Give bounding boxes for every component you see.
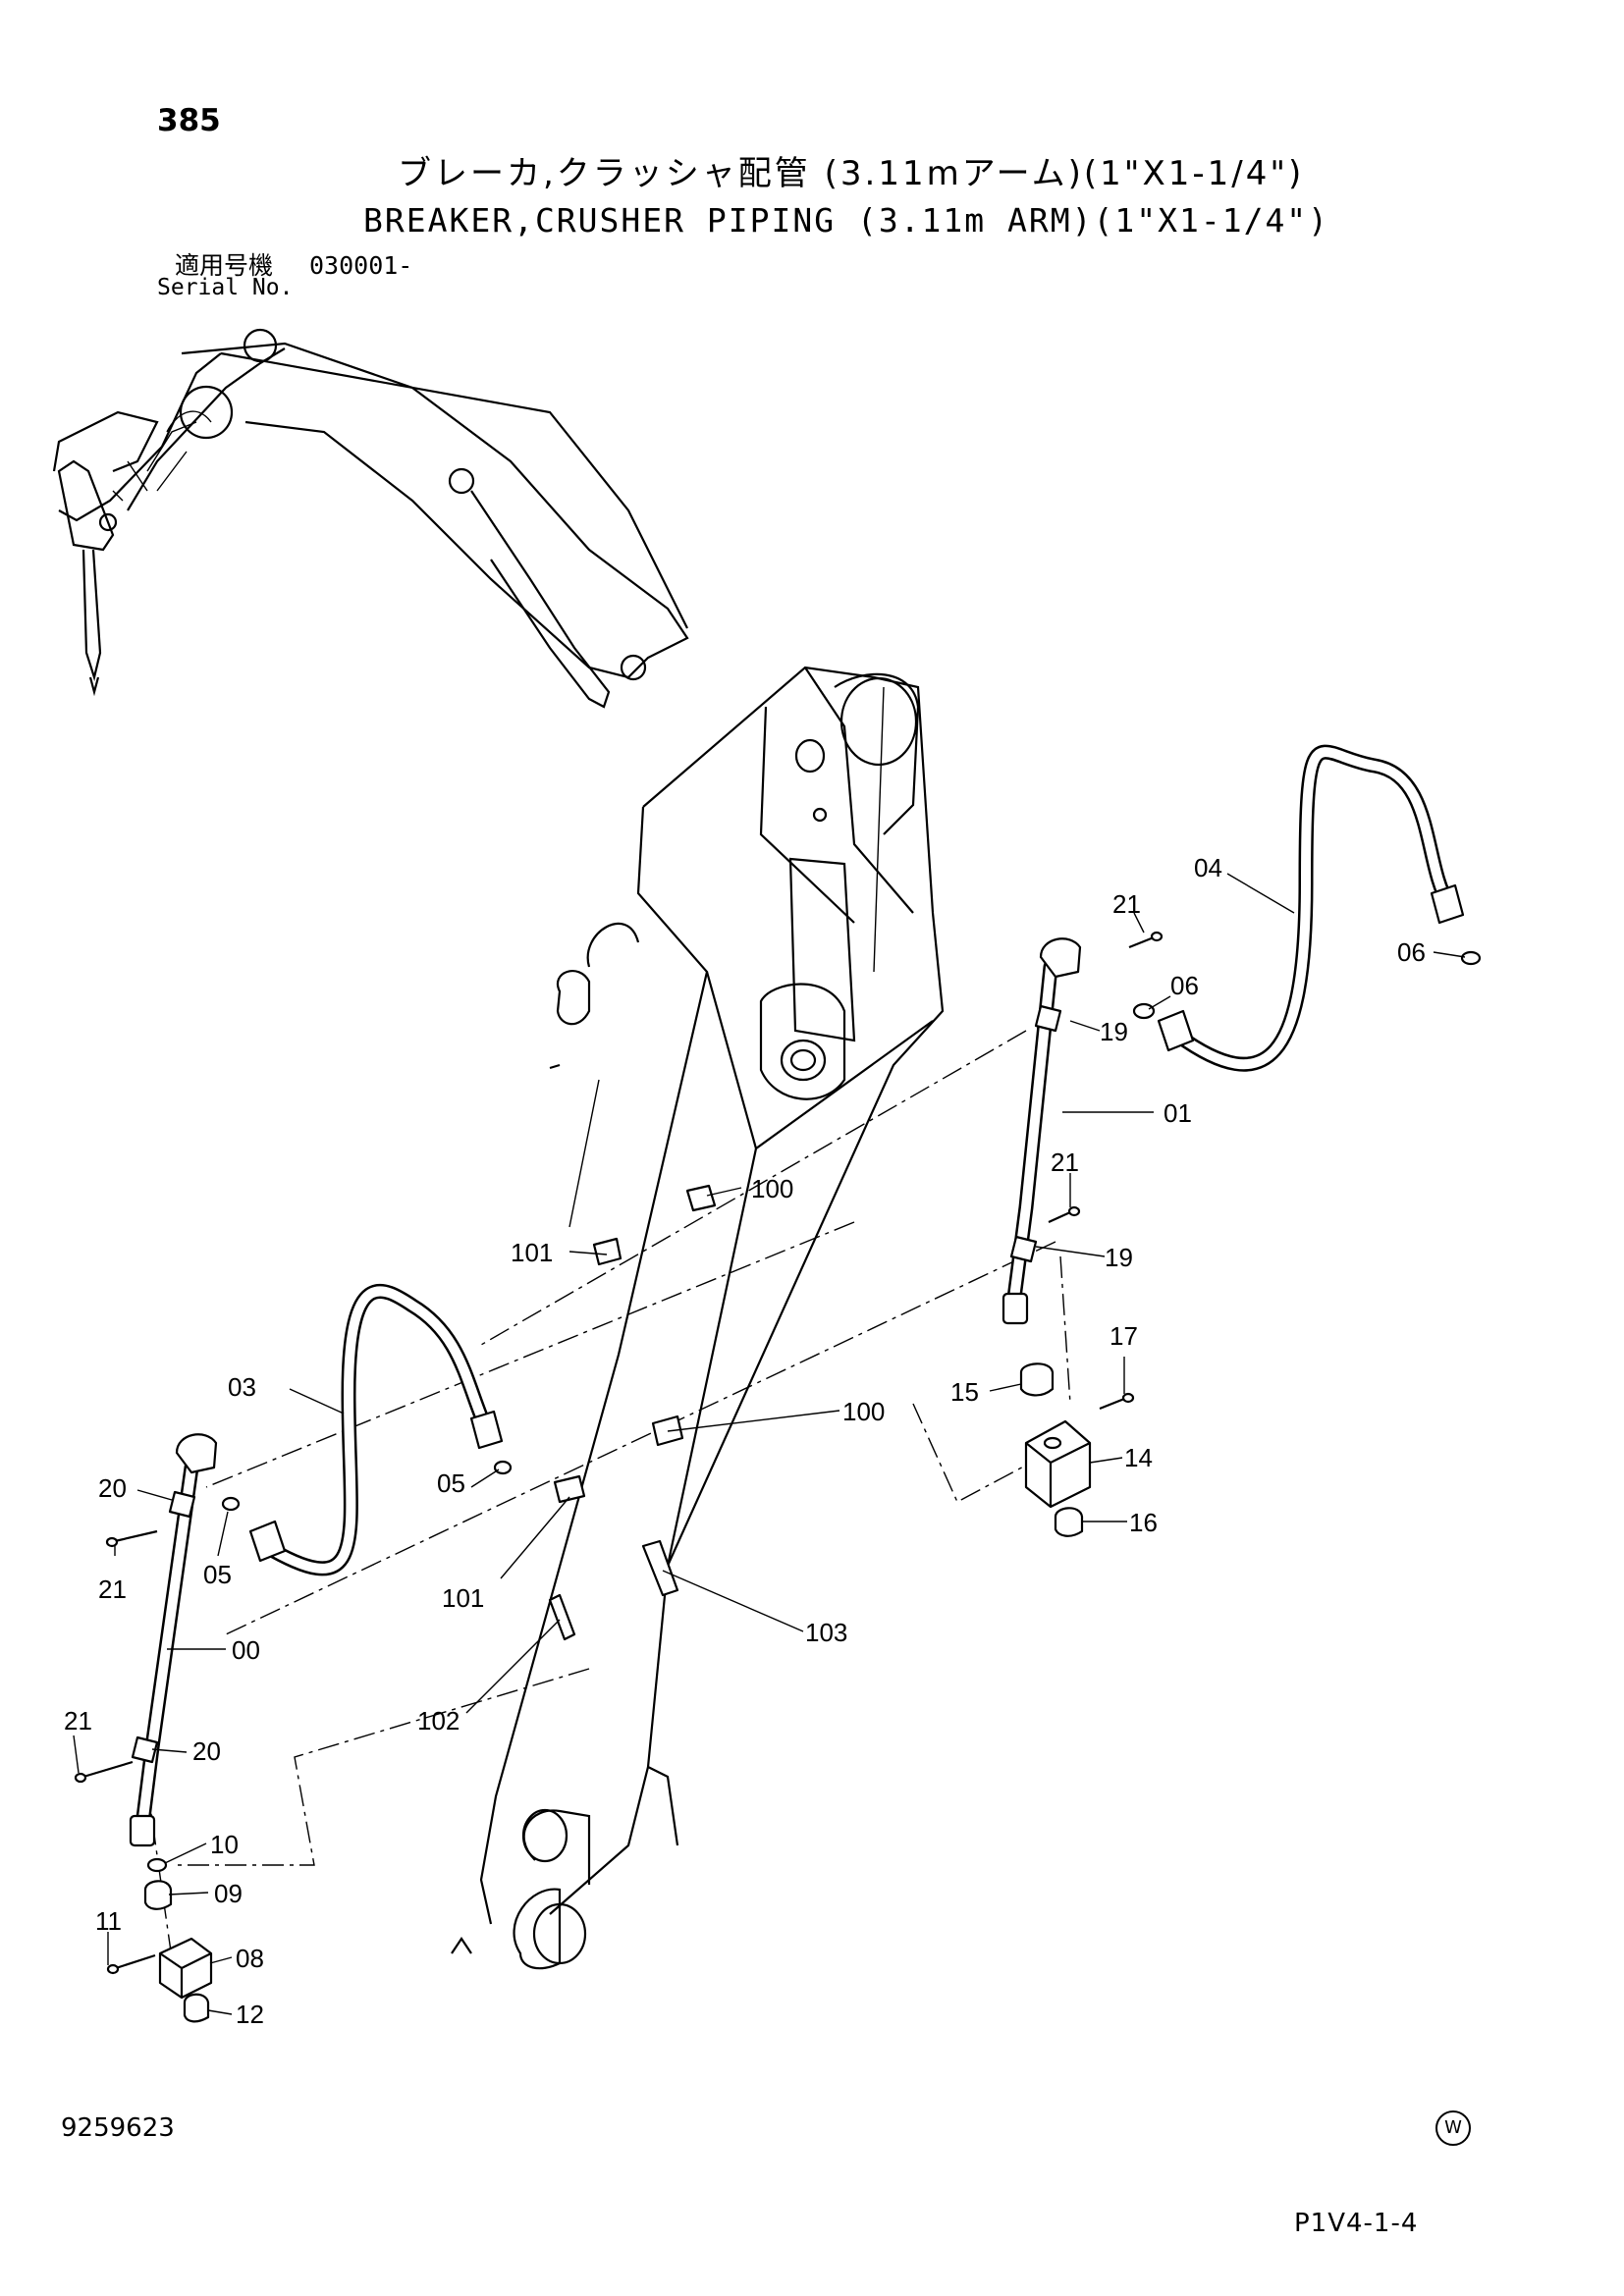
serial-number-value: 030001-: [309, 251, 413, 280]
callout-19: 19: [1100, 1017, 1128, 1046]
callout-20: 20: [98, 1473, 127, 1503]
title-english: BREAKER,CRUSHER PIPING (3.11m ARM)(1"X1-…: [363, 201, 1330, 240]
callout-labels: 04 21 06 06 19 01 21 100 19 101 17 03 15…: [64, 853, 1426, 2029]
leader-lines: [73, 873, 1466, 2015]
watermark-symbol: W: [1435, 2110, 1471, 2146]
callout-21: 21: [98, 1575, 127, 1604]
callout-12: 12: [236, 2000, 264, 2029]
callout-08: 08: [236, 1944, 264, 1973]
callout-103: 103: [805, 1618, 847, 1647]
callout-09: 09: [214, 1879, 243, 1908]
callout-16: 16: [1129, 1508, 1158, 1537]
page-code: P1V4-1-4: [1294, 2209, 1419, 2238]
callout-19: 19: [1105, 1243, 1133, 1272]
hose-03: [221, 1284, 513, 1576]
callout-00: 00: [232, 1635, 260, 1665]
serial-label-english: Serial No.: [157, 275, 294, 300]
pipe-01: [1001, 937, 1082, 1325]
arm-assembly: [451, 666, 945, 1970]
page-number: 385: [157, 103, 221, 138]
callout-04: 04: [1194, 853, 1222, 882]
callout-11: 11: [95, 1906, 122, 1936]
callout-20: 20: [192, 1736, 221, 1766]
callout-03: 03: [228, 1372, 256, 1402]
callout-05: 05: [437, 1468, 465, 1498]
callout-21: 21: [1112, 889, 1141, 919]
arm-clamps: [548, 1184, 717, 1641]
callout-14: 14: [1124, 1443, 1153, 1472]
hose-04: [1132, 744, 1482, 1072]
callout-05: 05: [203, 1560, 232, 1589]
callout-102: 102: [417, 1706, 460, 1735]
callout-01: 01: [1164, 1098, 1192, 1128]
serial-label-japanese: 適用号機: [175, 251, 274, 280]
callout-06: 06: [1170, 971, 1199, 1000]
callout-15: 15: [950, 1377, 979, 1407]
callout-101: 101: [511, 1238, 553, 1267]
callout-21: 21: [1051, 1148, 1079, 1177]
callout-10: 10: [210, 1830, 239, 1859]
callout-100: 100: [751, 1174, 793, 1203]
callout-21: 21: [64, 1706, 92, 1735]
document-number: 9259623: [61, 2113, 175, 2143]
assembly-centerlines: [146, 1030, 1071, 1994]
callout-101: 101: [442, 1583, 484, 1613]
machine-overview-illustration: [52, 328, 689, 709]
left-fittings: [74, 1529, 213, 2023]
callout-17: 17: [1110, 1321, 1138, 1351]
right-fittings: [1019, 931, 1164, 1537]
callout-100: 100: [842, 1397, 885, 1426]
callout-06: 06: [1397, 937, 1426, 967]
pipe-00: [129, 1433, 218, 1847]
title-japanese: ブレーカ,クラッシャ配管 (3.11mアーム)(1"X1-1/4"): [398, 154, 1305, 193]
